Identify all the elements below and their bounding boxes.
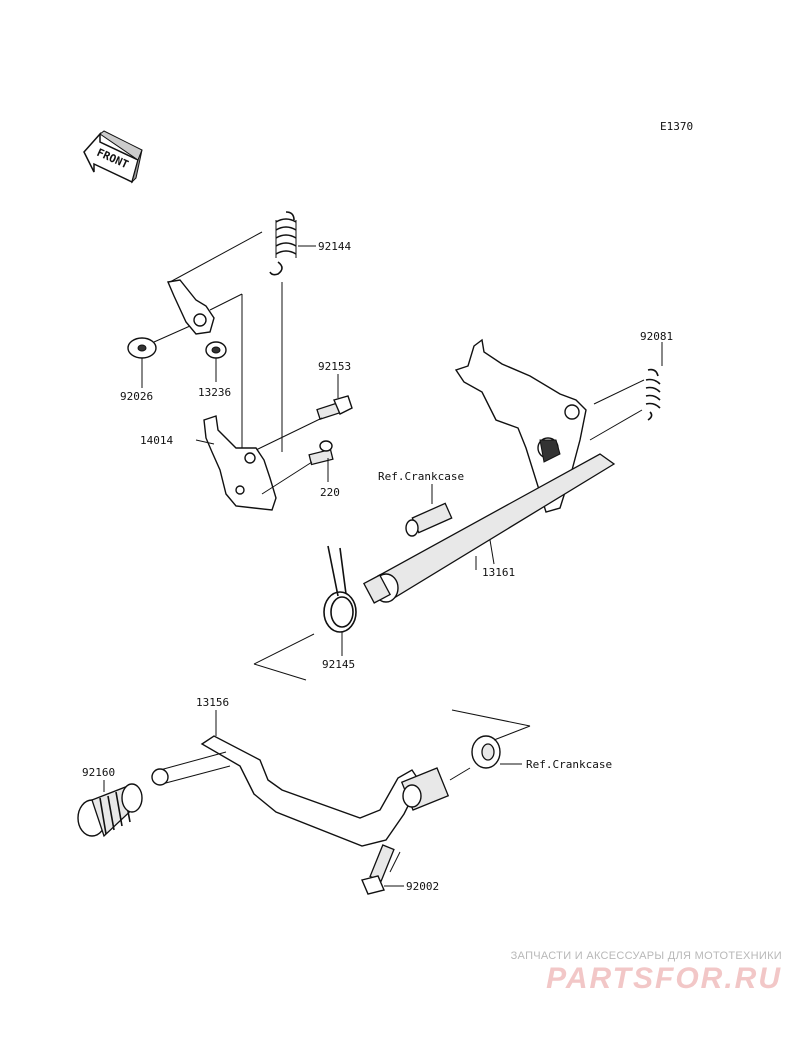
label-14014: 14014	[140, 434, 173, 447]
label-92144: 92144	[318, 240, 351, 253]
label-92081: 92081	[640, 330, 673, 343]
bolt-92153	[316, 395, 353, 420]
label-92145: 92145	[322, 658, 355, 671]
label-13161: 13161	[482, 566, 515, 579]
spring-92081	[645, 368, 661, 421]
shift-lever-arm	[167, 279, 215, 335]
ref-crankcase-lower: Ref.Crankcase	[526, 758, 612, 771]
ref-crankcase-upper: Ref.Crankcase	[378, 470, 464, 483]
collar-13236	[205, 341, 227, 359]
watermark: ЗАПЧАСТИ И АКСЕССУАРЫ ДЛЯ МОТОТЕХНИКИ PA…	[482, 950, 782, 996]
crankcase-dowel	[405, 502, 453, 537]
bracket-14014	[203, 415, 277, 511]
front-arrow-icon: FRONT	[83, 130, 143, 184]
label-92160: 92160	[82, 766, 115, 779]
shift-pedal-13156	[151, 735, 450, 847]
diagram-code: E1370	[660, 120, 693, 133]
label-13156: 13156	[196, 696, 229, 709]
label-92002: 92002	[406, 880, 439, 893]
watermark-tagline: ЗАПЧАСТИ И АКСЕССУАРЫ ДЛЯ МОТОТЕХНИКИ	[510, 950, 782, 962]
shift-shaft-13161	[363, 338, 616, 604]
washer-92026	[127, 337, 157, 359]
label-92026: 92026	[120, 390, 153, 403]
bolt-220	[308, 440, 334, 466]
label-13236: 13236	[198, 386, 231, 399]
label-92153: 92153	[318, 360, 351, 373]
rubber-92160	[77, 783, 143, 838]
label-220: 220	[320, 486, 340, 499]
watermark-brand-logo: PARTSFOR.RU	[546, 962, 782, 995]
bolt-92002	[361, 844, 395, 895]
spring-92145	[323, 545, 357, 633]
spring-92144	[269, 211, 297, 276]
pedal-washer	[471, 735, 501, 769]
